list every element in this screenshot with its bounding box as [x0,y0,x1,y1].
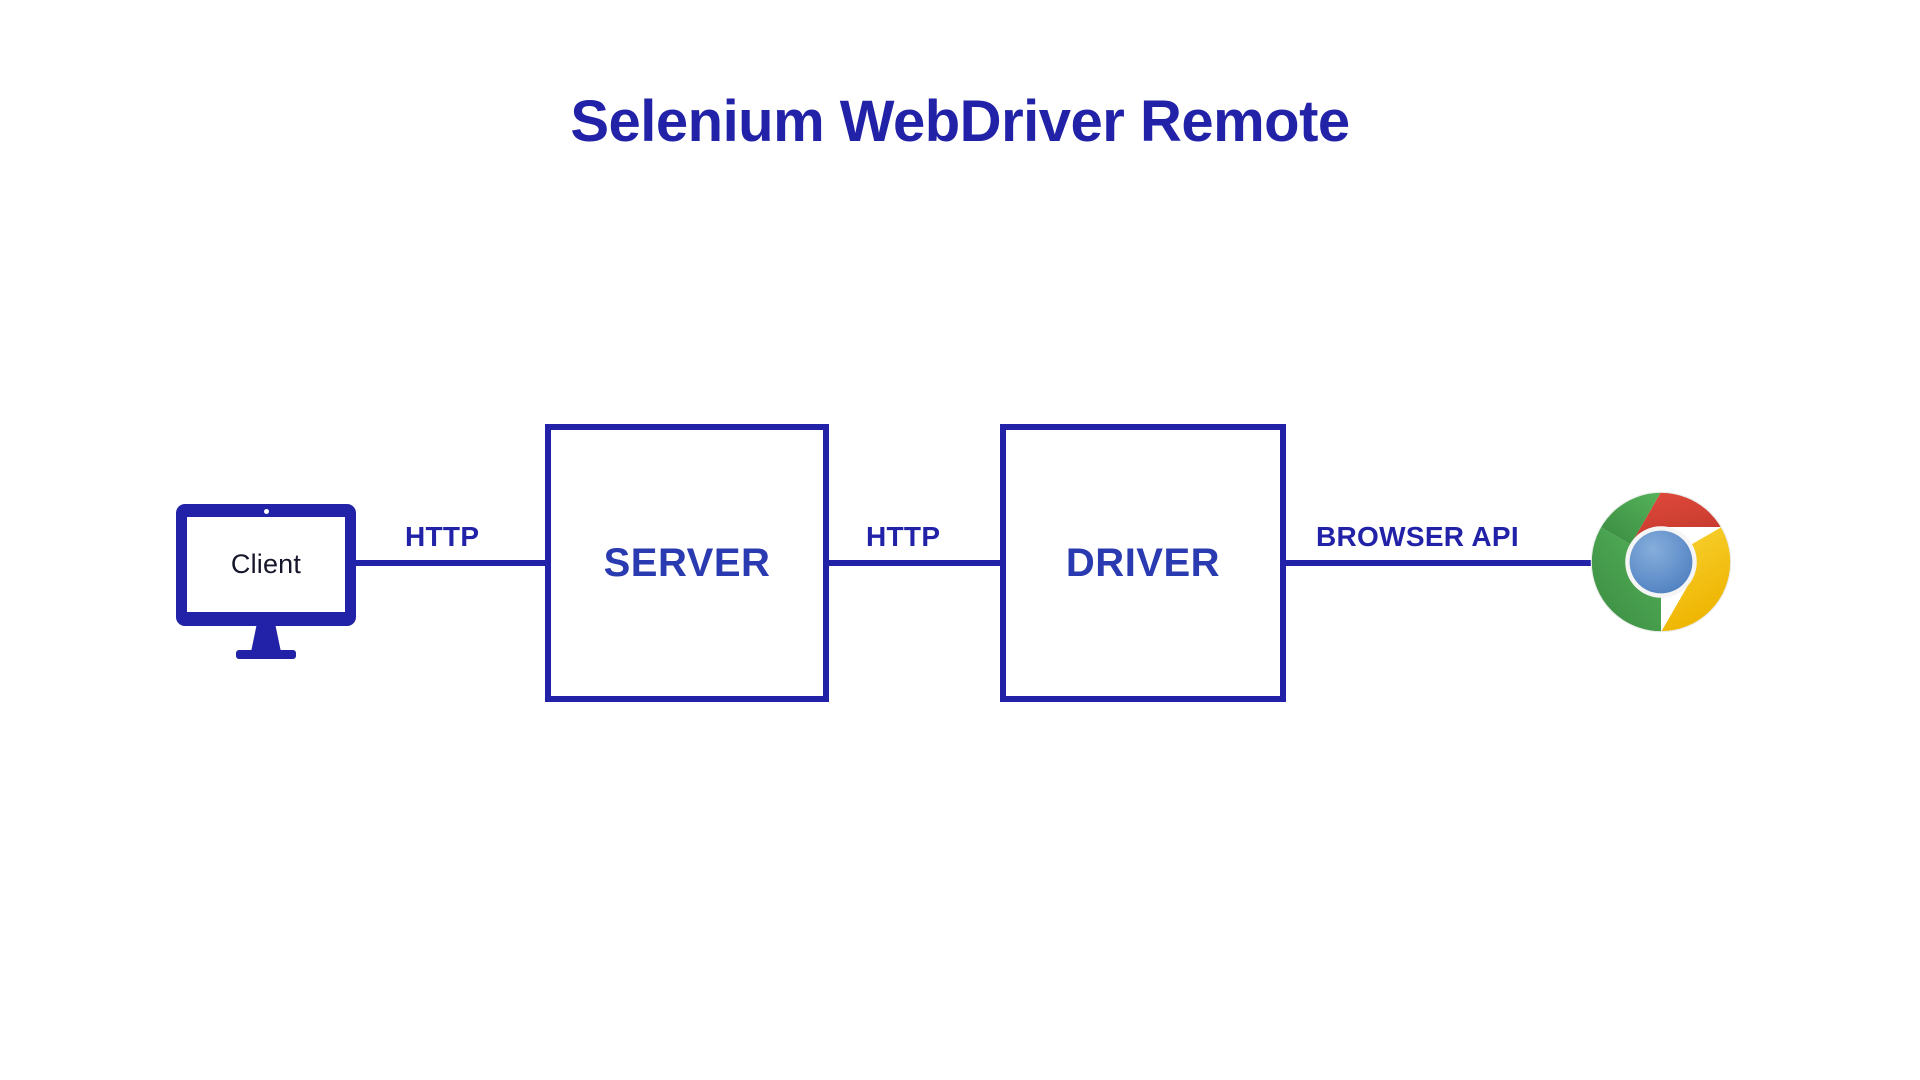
node-browser[interactable] [1588,489,1734,635]
chrome-logo-icon [1590,491,1732,633]
connector-label-http-server-driver: HTTP [866,521,941,552]
monitor-bezel: Client [176,504,356,626]
connector-server-driver [824,560,1005,566]
node-client[interactable]: Client [176,504,356,664]
node-server-label: SERVER [603,541,771,585]
monitor-stand-base [236,650,296,659]
node-server[interactable]: SERVER [545,424,829,702]
monitor-stand-neck [251,626,281,652]
connector-client-server [354,560,550,566]
node-client-label: Client [230,549,302,579]
connector-driver-browser [1281,560,1615,566]
node-driver-label: DRIVER [1065,541,1221,585]
connector-label-browser-api: BROWSER API [1316,521,1519,552]
page-title: Selenium WebDriver Remote [570,89,1350,154]
node-driver[interactable]: DRIVER [1000,424,1286,702]
monitor-camera-icon [263,509,269,514]
connector-label-http-client-server: HTTP [405,521,480,552]
monitor-screen: Client [187,517,345,612]
